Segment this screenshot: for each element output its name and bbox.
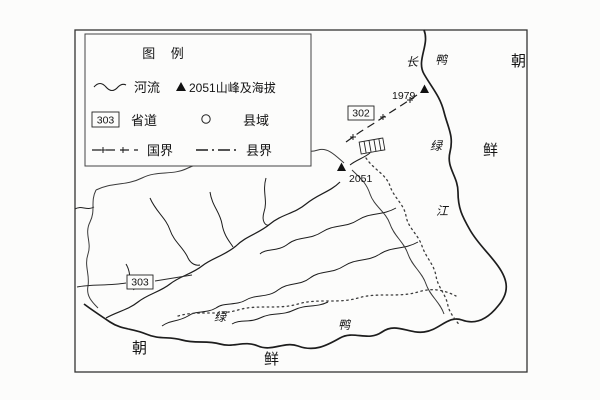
peak-1979-label: 1979 xyxy=(392,90,416,102)
legend-peak-icon xyxy=(176,82,186,91)
legend-road-label: 省道 xyxy=(131,113,157,128)
label-korea-bottom-2: 鲜 xyxy=(264,351,279,368)
legend-peak-label: 2051山峰及海拔 xyxy=(189,80,276,95)
label-changbai: 长 xyxy=(406,55,419,69)
label-yalu-bottom-west: 绿 xyxy=(214,310,228,324)
legend-county-border-label: 县界 xyxy=(246,143,272,158)
tributary-north-3 xyxy=(262,177,270,226)
hatched-area xyxy=(358,137,386,155)
road-303-number: 303 xyxy=(131,277,149,289)
legend-county-seat-icon xyxy=(201,114,211,124)
county-boundaries xyxy=(177,157,461,327)
tributary-east-long xyxy=(259,207,397,255)
legend-road-box xyxy=(91,111,120,128)
national-border xyxy=(345,94,418,143)
legend-title: 图 例 xyxy=(142,46,190,61)
hatch-lines xyxy=(363,138,382,154)
edge-stream-left xyxy=(74,206,95,210)
label-korea-bottom-1: 朝 xyxy=(132,340,147,357)
peak-2051-label: 2051 xyxy=(349,173,373,185)
legend-box xyxy=(84,33,312,167)
legend-national-border-icon xyxy=(92,147,138,153)
map-frame xyxy=(74,29,528,373)
legend: 图 例 河流 2051山峰及海拔 303 省道 县域 国界 县界 xyxy=(84,33,312,167)
legend-road-number: 303 xyxy=(97,115,115,127)
label-yalu-low: 江 xyxy=(436,204,450,218)
road-303-marker: 303 xyxy=(126,274,154,290)
label-korea-top-2: 鲜 xyxy=(483,142,498,159)
road-303-line xyxy=(76,274,193,288)
legend-river-label: 河流 xyxy=(134,80,160,95)
legend-county-seat-label: 县域 xyxy=(243,113,269,128)
legend-river-icon xyxy=(93,82,127,92)
road-302-number: 302 xyxy=(352,108,370,120)
peak-1979-icon xyxy=(420,84,429,93)
watershed-rim-east xyxy=(351,169,445,315)
peak-2051-icon xyxy=(337,162,346,171)
road-303-box xyxy=(126,274,154,290)
national-border-crosses xyxy=(350,97,413,140)
main-tributary-path xyxy=(105,181,341,319)
county-boundary-south xyxy=(177,289,457,317)
tributary-north-1 xyxy=(149,197,201,266)
yalu-river-path xyxy=(83,29,508,350)
hatched-area-outline xyxy=(358,137,386,155)
label-yalu-mid: 绿 xyxy=(430,139,444,153)
legend-national-border-label: 国界 xyxy=(147,143,173,158)
label-yalu-top: 鸭 xyxy=(435,53,449,67)
county-boundary-east xyxy=(365,157,461,327)
label-korea-top-1: 朝 xyxy=(511,53,526,70)
tributary-southeast-long xyxy=(161,241,419,327)
tributary-south xyxy=(231,301,329,325)
stream-to-peak xyxy=(349,152,371,166)
road-302-box xyxy=(347,105,375,121)
label-yalu-bottom-east: 鸭 xyxy=(338,318,352,332)
road-302-marker: 302 xyxy=(347,105,375,121)
tributary-north-2 xyxy=(209,191,234,248)
watershed-rim-west xyxy=(86,189,99,309)
